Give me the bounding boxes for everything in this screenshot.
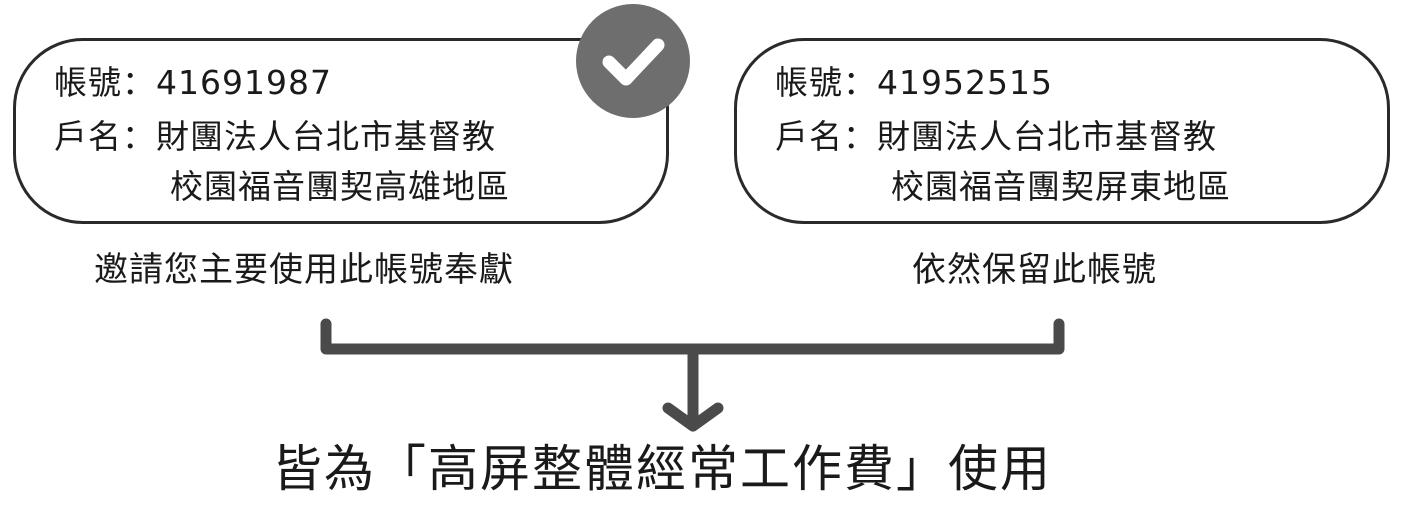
account-name-line1: 財團法人台北市基督教 bbox=[877, 117, 1217, 156]
result-statement: 皆為「高屏整體經常工作費」使用 bbox=[272, 440, 1052, 498]
arrow-down-icon bbox=[662, 402, 724, 432]
account-number-row: 帳號：41691987 bbox=[54, 63, 332, 103]
account-number: 41691987 bbox=[156, 63, 332, 102]
caption-right: 依然保留此帳號 bbox=[912, 250, 1157, 290]
bracket-line bbox=[320, 318, 1065, 355]
account-number: 41952515 bbox=[877, 63, 1053, 102]
account-name-line1: 財團法人台北市基督教 bbox=[156, 117, 496, 156]
name-label: 戶名： bbox=[775, 117, 877, 156]
account-label: 帳號： bbox=[775, 63, 877, 102]
account-name-line2: 校園福音團契屏東地區 bbox=[891, 167, 1231, 206]
check-icon bbox=[576, 4, 690, 118]
account-card-left: 帳號：41691987 戶名：財團法人台北市基督教 校園福音團契高雄地區 bbox=[13, 38, 669, 224]
account-name-row: 戶名：財團法人台北市基督教 bbox=[775, 117, 1217, 157]
account-name-row: 戶名：財團法人台北市基督教 bbox=[54, 117, 496, 157]
name-label: 戶名： bbox=[54, 117, 156, 156]
account-card-right: 帳號：41952515 戶名：財團法人台北市基督教 校園福音團契屏東地區 bbox=[734, 38, 1390, 224]
account-name-line2: 校園福音團契高雄地區 bbox=[170, 167, 510, 206]
account-label: 帳號： bbox=[54, 63, 156, 102]
account-number-row: 帳號：41952515 bbox=[775, 63, 1053, 103]
caption-left: 邀請您主要使用此帳號奉獻 bbox=[94, 250, 514, 290]
